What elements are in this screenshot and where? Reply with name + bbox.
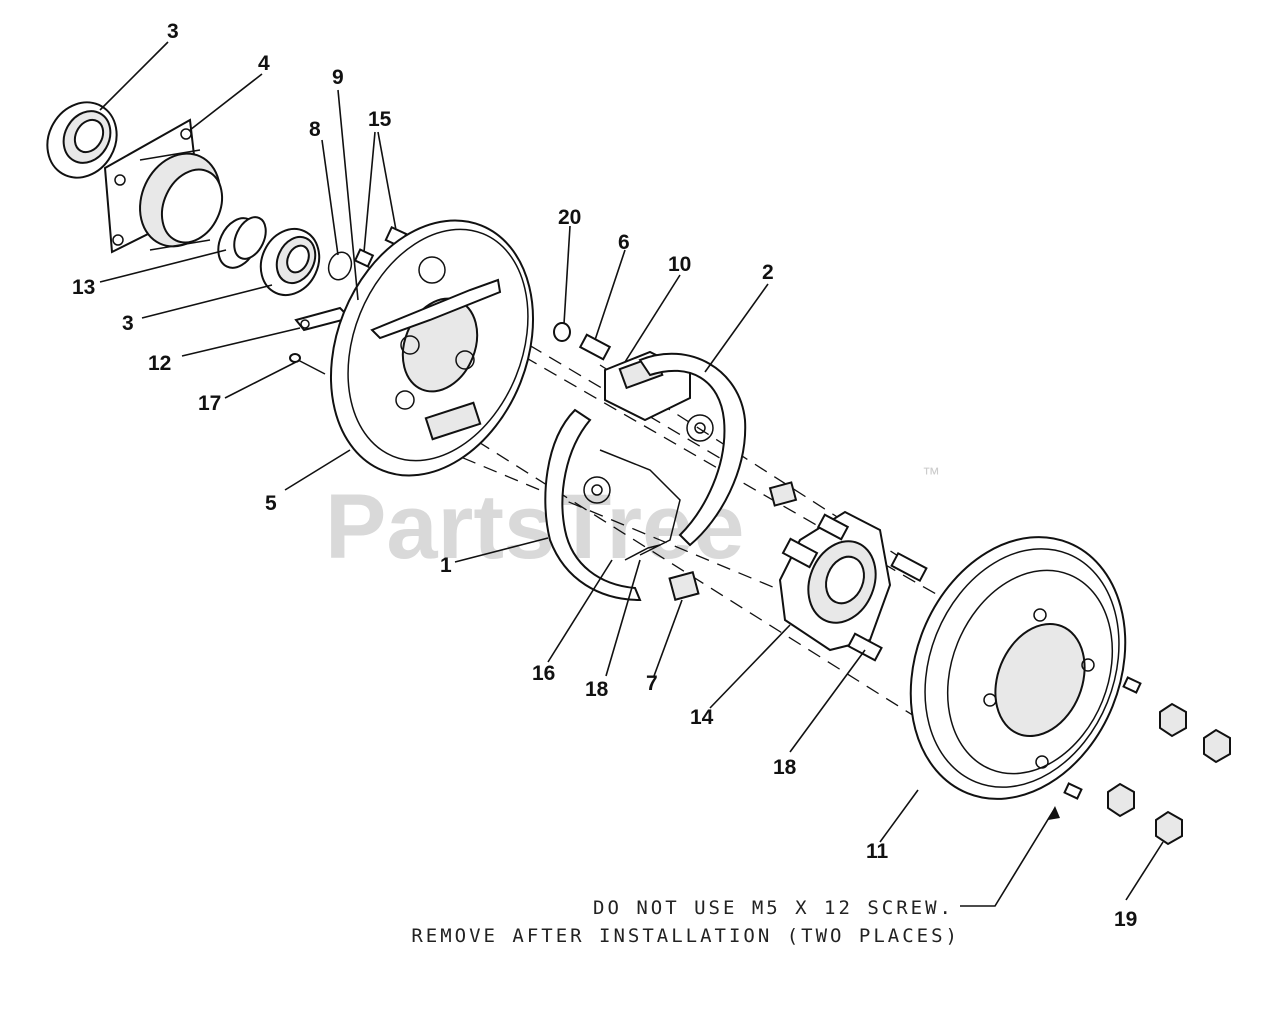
callout-18-hub: 18	[773, 756, 797, 779]
bearing-sleeve	[217, 216, 267, 269]
callout-11: 11	[866, 840, 889, 863]
callout-10: 10	[668, 253, 691, 276]
callout-labels: 3 4 9 8 15 13 3 12 17 5 20 6 10 2 1 16 1…	[72, 20, 1137, 931]
callout-5: 5	[265, 492, 277, 515]
callout-4: 4	[258, 52, 270, 75]
note-arrowhead	[1048, 806, 1060, 820]
callout-3-upper: 3	[167, 20, 179, 43]
callout-15: 15	[368, 108, 392, 131]
callout-19: 19	[1114, 908, 1137, 931]
callout-13: 13	[72, 276, 95, 299]
spring-clip-lower	[668, 571, 700, 601]
callout-7: 7	[646, 672, 658, 695]
callout-17: 17	[198, 392, 221, 415]
trademark-symbol: ™	[922, 464, 940, 484]
callout-3-lower: 3	[122, 312, 134, 335]
bolt-17	[289, 353, 326, 375]
pin-20	[553, 322, 571, 342]
callout-14: 14	[690, 706, 714, 729]
backing-plate	[329, 219, 535, 477]
adjuster-6	[578, 333, 612, 361]
callout-12: 12	[148, 352, 171, 375]
bearing-upper	[46, 101, 118, 179]
spring-18	[624, 544, 661, 561]
bearing-lower	[259, 227, 321, 297]
callout-18-lower: 18	[585, 678, 609, 701]
lug-nuts	[1107, 702, 1231, 846]
callout-2: 2	[762, 261, 774, 284]
snap-ring	[327, 251, 353, 281]
bearing-housing	[103, 118, 224, 254]
wheel-hub	[778, 510, 928, 662]
screws-m5	[1063, 676, 1142, 800]
note-line-1: DO NOT USE M5 X 12 SCREW.	[593, 897, 954, 919]
callout-6: 6	[618, 231, 630, 254]
callout-8: 8	[309, 118, 321, 141]
callout-16: 16	[532, 662, 555, 685]
spring-clip-upper	[768, 481, 798, 507]
brake-shoe-upper	[638, 352, 747, 547]
callout-20: 20	[558, 206, 581, 229]
note-line-2: REMOVE AFTER INSTALLATION (TWO PLACES)	[411, 925, 960, 947]
watermark: PartsTree	[325, 476, 744, 578]
callout-1: 1	[440, 554, 452, 577]
brake-drum	[909, 536, 1127, 800]
leader-lines	[99, 41, 1164, 907]
callout-9: 9	[332, 66, 344, 89]
